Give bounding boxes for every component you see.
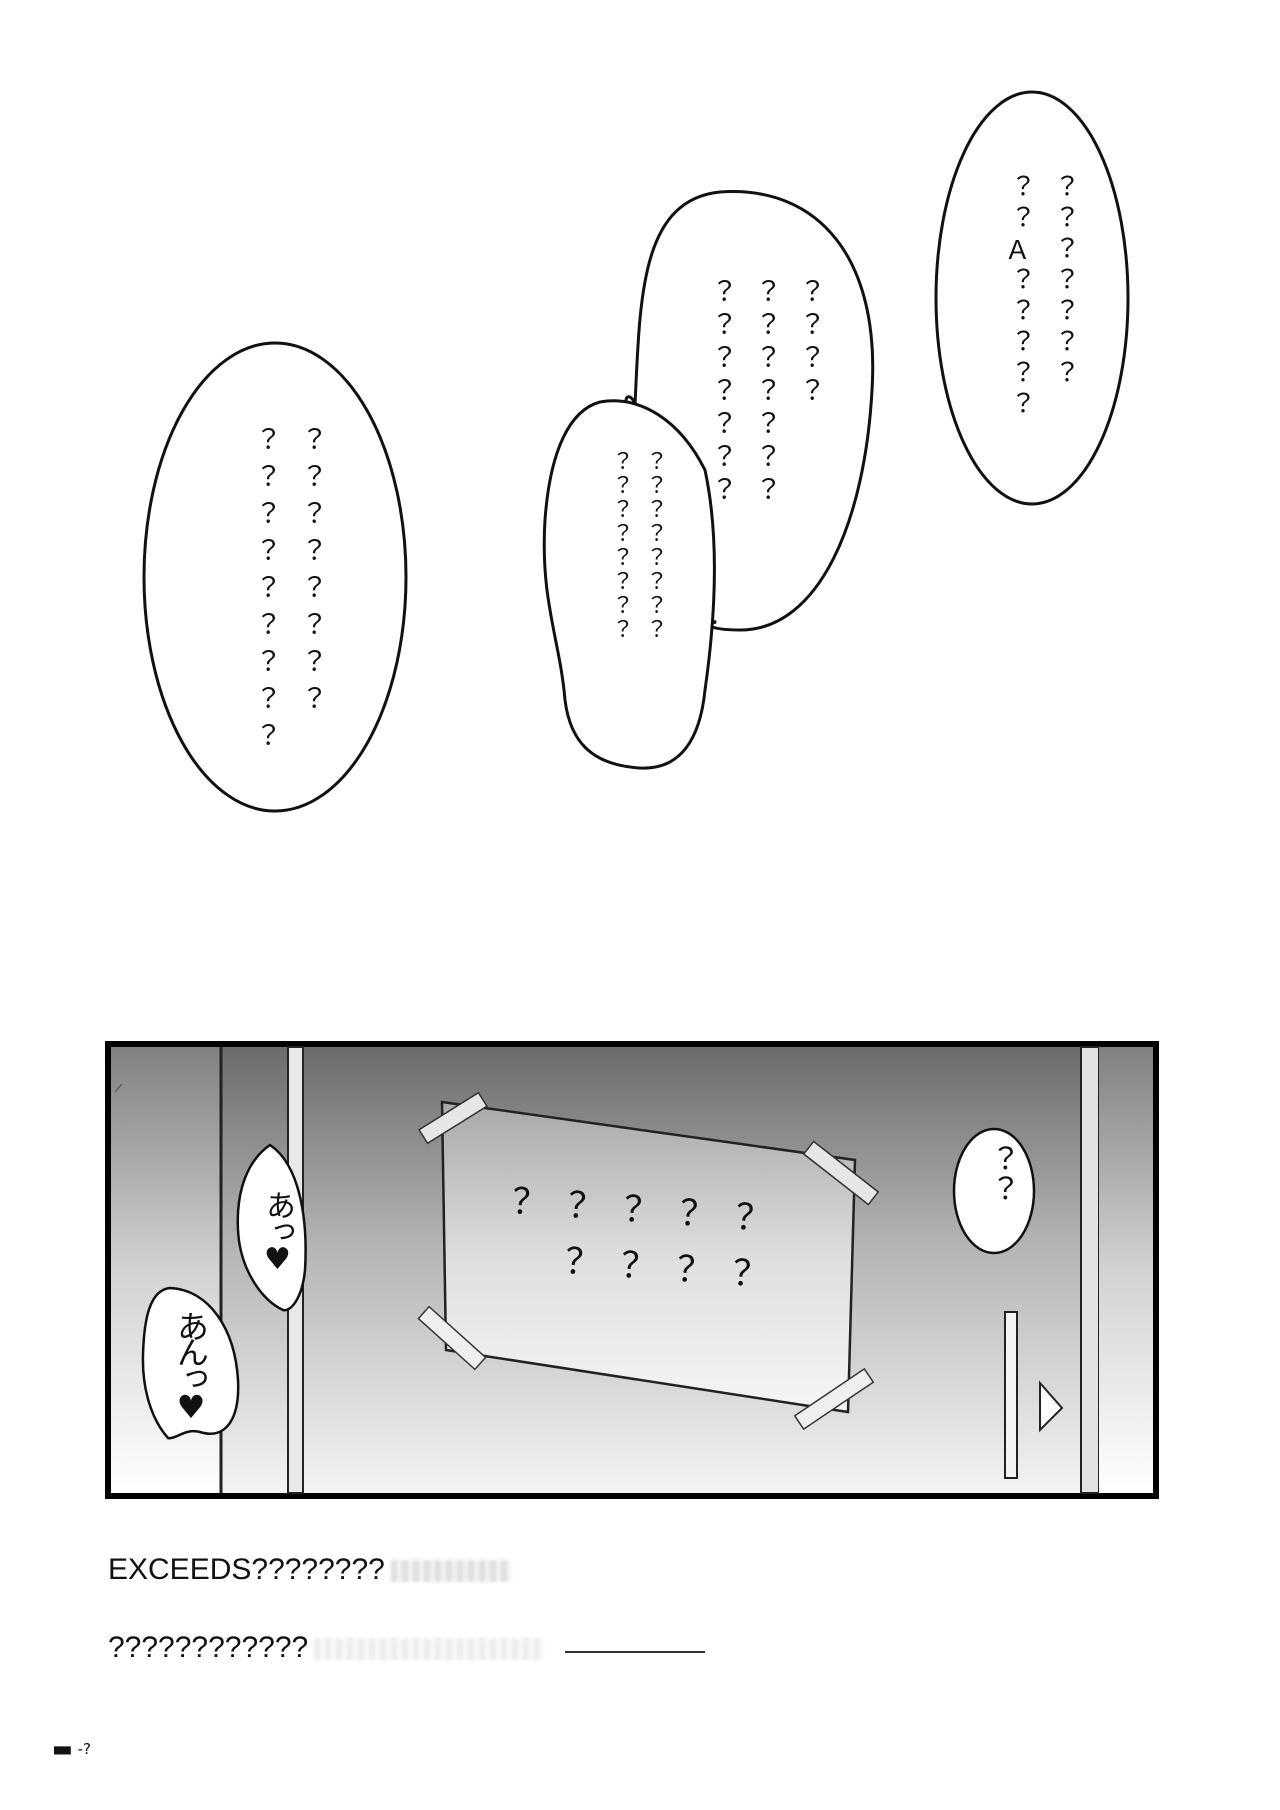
door-lock-mark bbox=[1039, 1380, 1064, 1433]
caption-text: ???????????? bbox=[108, 1631, 309, 1664]
speech-bubble-left bbox=[142, 341, 408, 813]
door-bubble-text: ？？ bbox=[978, 1145, 1013, 1205]
bubble-line: ？？？？？？？ bbox=[1044, 174, 1074, 392]
caption-line-1: EXCEEDS???????? bbox=[108, 1553, 511, 1587]
bubble-line: ？？？？？？？？ bbox=[290, 427, 321, 724]
page-number-dash: ▬ bbox=[52, 1737, 73, 1762]
caption-text: EXCEEDS???????? bbox=[108, 1553, 385, 1586]
page-number-text: -? bbox=[77, 1740, 91, 1758]
bubble-text-center-small: ？？？？？？？？ ？？？？？？？？ bbox=[598, 433, 700, 733]
moan-text-top: あっ♥ bbox=[260, 1190, 295, 1273]
tape-strip bbox=[418, 1091, 488, 1145]
bubble-text-right: ？？？？？？？ ？？Ａ？？？？？ bbox=[993, 148, 1125, 448]
caption-underline bbox=[565, 1651, 705, 1653]
caption-line-2: ???????????? bbox=[108, 1631, 545, 1665]
speech-bubble-right bbox=[934, 90, 1130, 506]
tape-strip bbox=[417, 1305, 487, 1371]
bubble-text-center-big: ？？？？ ？？？？？？？ ？？？？？？？ bbox=[693, 250, 869, 560]
bubble-text-left: ？？？？？？？？ ？？？？？？？？？ bbox=[236, 390, 374, 770]
bubble-line: ？？？？？？？ bbox=[700, 279, 731, 511]
bubble-line: ？？？？？？？？？ bbox=[244, 427, 275, 761]
door-edge-right bbox=[1099, 1047, 1153, 1493]
speech-bubble-center-small bbox=[542, 399, 716, 770]
moan-bubble-bottom bbox=[141, 1286, 240, 1440]
bubble-line: ？？？？ bbox=[788, 279, 819, 412]
door-frame-right bbox=[1080, 1046, 1100, 1494]
door-poster bbox=[440, 1100, 857, 1414]
page-number: ▬ -? bbox=[52, 1737, 91, 1762]
moan-text-bottom: あんっ♥ bbox=[172, 1310, 210, 1420]
tape-strip bbox=[802, 1140, 880, 1206]
bubble-line: ？？？？？？？ bbox=[744, 279, 775, 511]
door-handle bbox=[1004, 1311, 1018, 1479]
moan-bubble-top bbox=[236, 1143, 307, 1312]
bubble-line: ？？？？？？？？ bbox=[637, 451, 662, 643]
bubble-line: ？？Ａ？？？？？ bbox=[1000, 174, 1030, 423]
door-speech-bubble bbox=[952, 1127, 1036, 1255]
tape-strip bbox=[793, 1367, 875, 1431]
bubble-line: ？？？？？？？？ bbox=[603, 451, 628, 643]
